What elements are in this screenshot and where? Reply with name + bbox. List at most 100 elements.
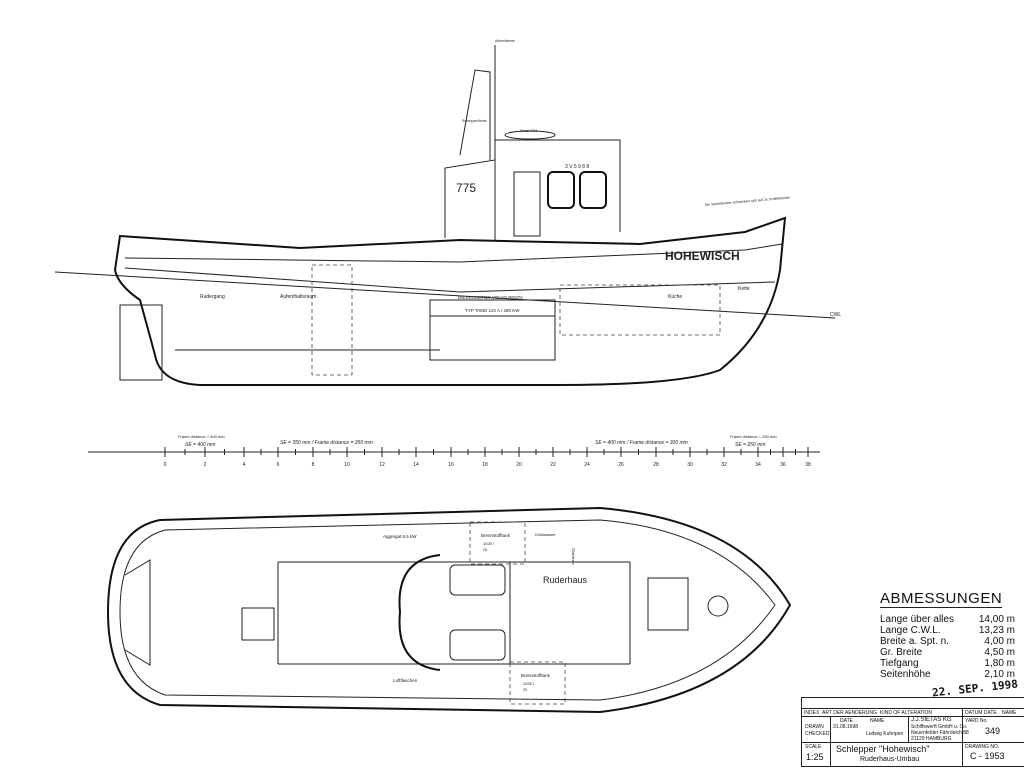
tb-name: NAME (1002, 710, 1017, 716)
rudder (119, 304, 163, 381)
hull-number: 775 (456, 181, 476, 195)
rudergang-label: Rudergang (200, 294, 225, 300)
frame-scale: Frame distance = 400 mm SE = 400 mm SE =… (88, 434, 820, 468)
side-tank-label: Kühlwasser (535, 532, 556, 537)
window (579, 171, 607, 209)
tb-company-line: Schiffswerft GmbH u. Co. (911, 724, 968, 730)
callsign: 3 V 5 9 8 8 (565, 164, 589, 170)
scale-segment-label: SE = 400 mm / Frame distance = 300 mm (595, 440, 688, 446)
cwl-label: CWL (830, 312, 841, 318)
frame-number: 32 (721, 462, 727, 468)
engine-label: DIESELMOTOR VOLVO PENTA (458, 295, 523, 300)
frame-number: 4 (243, 462, 246, 468)
kueche-label: Küche (668, 294, 682, 300)
plan-view: Ruderhaus Brennstofftank 1025 l Öl Brenn… (106, 506, 792, 714)
dimensions-title: ABMESSUNGEN (880, 590, 1003, 608)
dimension-value: 13,23 m (978, 625, 1015, 636)
tank-fluid: Öl (523, 687, 527, 692)
frame-number: 12 (379, 462, 385, 468)
fuel-tank-bottom (509, 661, 566, 705)
frame-number: 20 (516, 462, 522, 468)
stern-grating (124, 559, 151, 666)
compartment-outline (559, 284, 721, 336)
tb-checked: CHECKED (805, 731, 830, 737)
battery-box (449, 629, 506, 661)
fuel-tank-top (469, 521, 526, 565)
tank-outline (311, 264, 353, 376)
dimension-label: Breite a. Spt. n. (880, 636, 949, 647)
tb-yard-no: 349 (985, 726, 1001, 736)
frame-number: 36 (780, 462, 786, 468)
dimension-value: 14,00 m (978, 614, 1015, 625)
radar-antenna (504, 130, 556, 140)
tank-capacity: 1025 l (483, 541, 494, 546)
frame-number: 8 (312, 462, 315, 468)
dimension-row: Breite a. Spt. n. 4,00 m (880, 636, 1015, 647)
scale-segment-label: SE = 350 mm / Frame distance = 350 mm (280, 440, 373, 446)
tb-company: J.J.SIETAS KG (911, 717, 952, 723)
tank-capacity: 1025 l (523, 681, 534, 686)
tb-alteration: ART DER AENDERUNG (822, 710, 877, 716)
mast-top-label: Ankerlaterne (495, 39, 515, 43)
tb-alteration-en: KIND OF ALTERATION (880, 710, 933, 716)
tb-drawn-name: Ludwig Kuhnpen (866, 731, 904, 737)
tb-subtitle: Ruderhaus-Umbau (860, 756, 920, 763)
frame-number: 38 (805, 462, 811, 468)
tb-company-line: Neuenfelder Fährdeich 88 (911, 730, 969, 736)
dimension-value: 4,50 m (984, 647, 1015, 658)
hull-plan (106, 506, 792, 714)
frame-number: 18 (482, 462, 488, 468)
frame-number: 16 (448, 462, 454, 468)
tb-index: INDEX (804, 710, 820, 716)
frame-number: 26 (618, 462, 624, 468)
profile-view: HOHEWISCH 775 3 V 5 9 8 8 DIESELMOTOR VO… (54, 39, 841, 386)
tb-scale-h: SCALE (805, 744, 822, 750)
engine-type: TYP TAMD 122 A / 280 KW (465, 308, 520, 313)
waterline (54, 271, 836, 319)
tb-drawing-h: DRAWING NO. (965, 744, 1000, 750)
frame-number: 28 (653, 462, 659, 468)
frame-number: 6 (277, 462, 280, 468)
tb-date-h: DATE (840, 718, 853, 724)
scale-segment-label: SE = 250 mm (735, 442, 765, 448)
battery-box (449, 564, 506, 596)
ship-name: HOHEWISCH (665, 249, 740, 263)
tb-drawing-no: C - 1953 (970, 751, 1005, 761)
dimension-row: Lange C.W.L. 13,23 m (880, 625, 1015, 636)
kette-label: Kette (738, 286, 750, 292)
frame-number: 0 (164, 462, 167, 468)
aufenthaltsraum-label: Aufenthaltsraum (280, 294, 316, 300)
dimension-value: 4,00 m (984, 636, 1015, 647)
frame-number: 22 (550, 462, 556, 468)
tank-fluid: Öl (483, 547, 487, 552)
winch (241, 607, 275, 641)
note-label: Die Seitenfenster schwenken sich auf 2x … (705, 196, 790, 207)
aggregat-label: Aggregat 6,5 kW (383, 534, 417, 539)
hatch (647, 577, 689, 631)
ruderhaus-label: Ruderhaus (543, 575, 588, 585)
dimension-label: Seitenhöhe (880, 669, 931, 680)
radar-label: Radar 24M (520, 129, 537, 133)
funnel (459, 69, 491, 160)
bulwark-line (119, 519, 776, 701)
dimension-label: Lange über alles (880, 614, 954, 625)
frame-number: 24 (584, 462, 590, 468)
dimension-label: Gr. Breite (880, 647, 923, 658)
schlepper-label: Schleppertürme (462, 119, 487, 123)
tb-drawn-date: 31.08.1998 (833, 724, 859, 730)
dimension-label: Lange C.W.L. (880, 625, 941, 636)
scale-top-label: Frame distance = 250 mm (730, 434, 777, 439)
hull-profile (113, 216, 787, 386)
tb-drawn: DRAWN (805, 724, 824, 730)
scale-segment-label: SE = 400 mm (185, 442, 215, 448)
manhole (707, 595, 729, 617)
frame-number: 10 (344, 462, 350, 468)
tb-name-col: NAME (870, 718, 885, 724)
sheer-line (124, 243, 783, 263)
engine (429, 299, 556, 361)
side-tank-label: Ölabfluss (571, 548, 576, 565)
